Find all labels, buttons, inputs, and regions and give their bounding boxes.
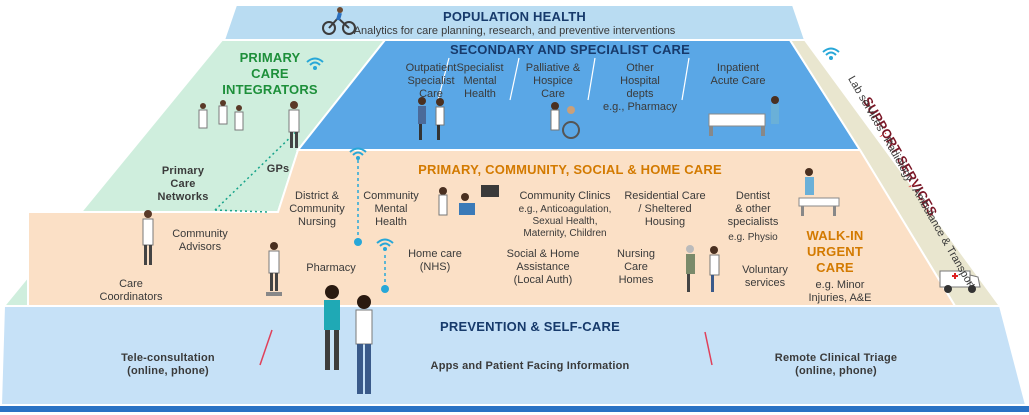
population-health-subtitle: Analytics for care planning, research, a…	[353, 25, 676, 37]
primary-integrators-title: PRIMARY CARE INTEGRATORS	[222, 50, 318, 97]
base-bar	[0, 406, 1029, 412]
gps-label: GPs	[266, 163, 290, 175]
advisor-icon	[140, 208, 156, 273]
network-dotted-line	[214, 209, 269, 213]
secondary-care-title: SECONDARY AND SPECIALIST CARE	[449, 42, 691, 57]
wifi-icon	[305, 56, 325, 72]
separator-left	[259, 329, 273, 366]
ambulance-icon	[938, 265, 982, 300]
gp-doctor-icon	[287, 100, 301, 155]
voluntary-services-label: Voluntary services	[742, 264, 788, 289]
community-care-title: PRIMARY, COMMUNITY, SOCIAL & HOME CARE	[418, 162, 722, 177]
nursing-homes-label: Nursing Care Homes	[617, 248, 655, 286]
walkin-bed-icon	[795, 166, 843, 223]
community-clinics-detail: e.g., Anticoagulation, Sexual Health, Ma…	[518, 204, 612, 239]
district-nursing-label: District & Community Nursing	[289, 190, 345, 228]
wifi-pin-dot	[354, 238, 362, 246]
pharmacy-label: Pharmacy	[306, 262, 356, 274]
separator-right	[704, 331, 713, 366]
wifi-pin-dot-2	[381, 285, 389, 293]
dentist-example: e.g. Physio	[728, 232, 778, 243]
primary-care-networks-label: Primary Care Networks	[157, 165, 209, 203]
walkin-urgent-care-title: WALK-IN URGENT CARE	[806, 228, 864, 275]
social-assistance-label: Social & Home Assistance (Local Auth)	[506, 248, 580, 286]
specialist-mental-health-label: Specialist Mental Health	[456, 62, 504, 100]
other-hospital-depts-label: Other Hospital depts e.g., Pharmacy	[603, 62, 677, 113]
population-health-title: POPULATION HEALTH	[442, 9, 587, 24]
outpatient-care-label: Outpatient Specialist Care	[405, 62, 457, 100]
community-advisors-label: Community Advisors	[172, 228, 228, 253]
prevention-title: PREVENTION & SELF-CARE	[440, 319, 620, 334]
home-care-label: Home care (NHS)	[408, 248, 462, 273]
specialist-people-icon	[414, 96, 454, 147]
pharmacy-person-icon	[264, 240, 284, 305]
care-coordinators-label: Care Coordinators	[99, 278, 163, 303]
tele-consultation-label: Tele-consultation (online, phone)	[121, 352, 215, 377]
cyclist-icon	[322, 6, 356, 41]
apps-info-label: Apps and Patient Facing Information	[430, 360, 630, 372]
patient-nurse-icon	[310, 284, 390, 404]
community-clinics-title: Community Clinics	[519, 190, 611, 202]
wifi-icon	[348, 146, 368, 162]
remote-triage-label: Remote Clinical Triage (online, phone)	[774, 352, 898, 377]
elderly-care-icon	[680, 244, 730, 301]
wheelchair-icon	[545, 100, 585, 145]
walkin-example: e.g. Minor Injuries, A&E	[808, 279, 872, 304]
doctors-group-icon	[195, 100, 255, 147]
wifi-icon	[375, 237, 395, 253]
community-mental-health-label: Community Mental Health	[363, 190, 419, 228]
wifi-icon	[821, 46, 841, 62]
hospital-bed-icon	[705, 96, 785, 143]
clinic-people-icon	[433, 183, 503, 234]
residential-care-label: Residential Care / Sheltered Housing	[624, 190, 706, 228]
inpatient-acute-care-label: Inpatient Acute Care	[710, 62, 766, 87]
prevention-panel	[0, 305, 1028, 406]
palliative-care-label: Palliative & Hospice Care	[525, 62, 581, 100]
dentist-label: Dentist & other specialists	[727, 190, 779, 228]
